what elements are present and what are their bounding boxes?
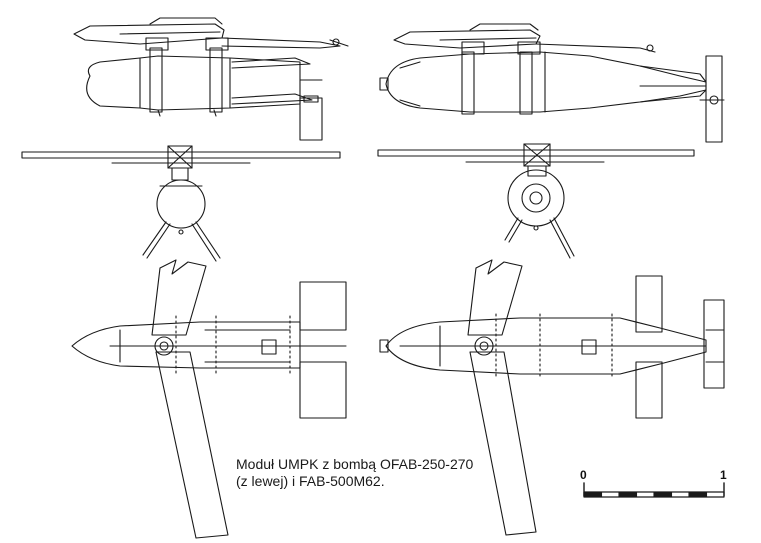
right-side-bomb-body <box>385 51 707 113</box>
left-top-wing-lower <box>155 351 229 539</box>
scale-segment <box>688 491 708 498</box>
right-side-tail-fin <box>705 55 723 143</box>
left-top-wing-upper <box>151 259 207 336</box>
right-top-tail-lower <box>635 361 663 419</box>
left-front-bomb-circle <box>156 179 206 229</box>
right-top-tail-upper <box>635 275 663 333</box>
right-top-tail-end <box>703 299 725 389</box>
left-top-bomb-body <box>71 321 301 369</box>
scale-bar <box>583 482 725 498</box>
scale-start-label: 0 <box>580 468 587 482</box>
left-side-tail <box>299 97 323 141</box>
scale-segment <box>618 491 638 498</box>
right-bomb-front-view <box>377 143 695 259</box>
right-front-bomb-circle <box>507 169 565 227</box>
caption-line-1: Moduł UMPK z bombą OFAB-250-270 <box>236 456 474 472</box>
left-side-wing <box>73 23 225 45</box>
caption-line-2: (z lewej) i FAB-500M62. <box>236 473 385 489</box>
right-front-wing <box>377 149 695 157</box>
drawing-caption: Moduł UMPK z bombą OFAB-250-270 (z lewej… <box>236 456 473 490</box>
scale-segment <box>583 491 603 498</box>
left-top-tail-upper <box>299 281 347 331</box>
left-bomb-top-view <box>71 259 347 539</box>
right-bomb-top-view <box>379 259 725 536</box>
left-top-tail-lower <box>299 361 347 419</box>
right-top-wing-lower <box>469 351 537 536</box>
left-bomb-front-view <box>21 145 341 262</box>
scale-end-label: 1 <box>720 468 727 482</box>
left-side-bomb-body <box>86 55 301 111</box>
right-side-wing <box>393 29 541 49</box>
left-bomb-side-view <box>73 17 349 141</box>
right-bomb-side-view <box>379 23 725 143</box>
left-front-wing <box>21 151 341 159</box>
scale-segment <box>653 491 673 498</box>
right-top-wing-upper <box>467 259 523 336</box>
